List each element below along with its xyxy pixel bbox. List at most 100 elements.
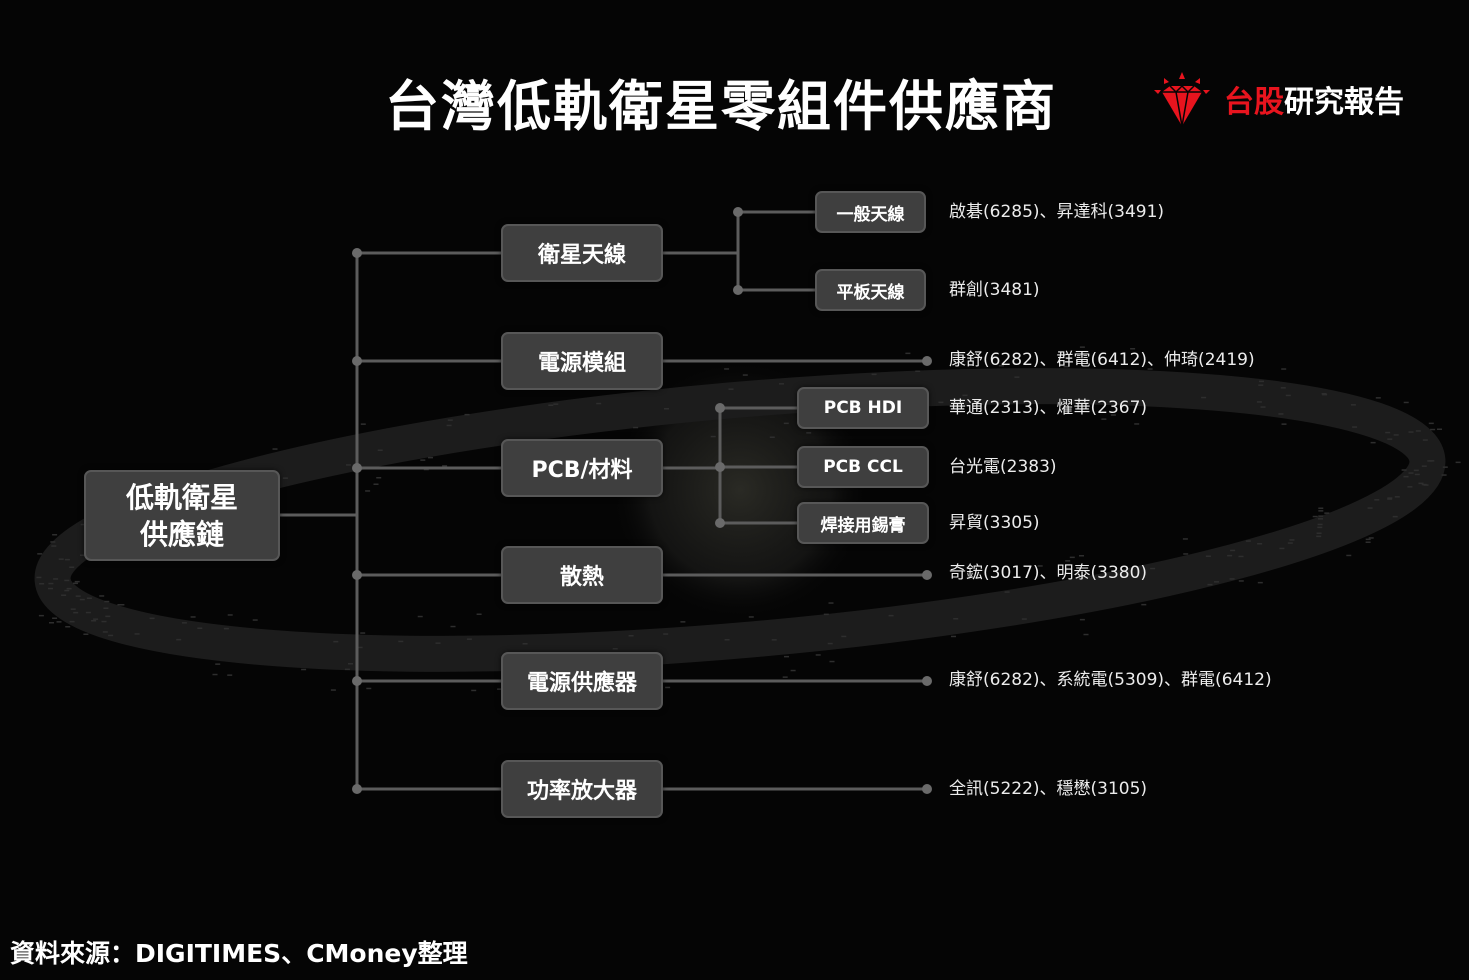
- satellite-dot: [373, 483, 379, 485]
- satellite-dot: [86, 597, 92, 599]
- satellite-dot: [782, 676, 788, 678]
- satellite-dot: [828, 602, 834, 604]
- satellite-dot: [212, 673, 218, 676]
- satellite-dot: [664, 408, 669, 410]
- satellite-dot: [1352, 426, 1358, 428]
- supplier-list-general-antenna: 啟碁(6285)、昇達科(3491): [949, 202, 1165, 222]
- satellite-dot: [190, 616, 196, 618]
- satellite-dot: [37, 553, 43, 555]
- satellite-dot: [1421, 465, 1427, 467]
- brand-name-red: 台股: [1224, 85, 1284, 120]
- satellite-dot: [464, 413, 470, 416]
- satellite-dot: [1004, 591, 1010, 593]
- satellite-dot: [1312, 515, 1318, 518]
- satellite-dot: [435, 642, 441, 644]
- satellite-dot: [1287, 542, 1293, 544]
- satellite-dot: [1280, 387, 1286, 389]
- satellite-dot: [1014, 376, 1020, 378]
- satellite-dot: [1385, 431, 1391, 434]
- satellite-dot: [1421, 483, 1427, 486]
- satellite-dot: [1437, 428, 1442, 430]
- satellite-dot: [1407, 486, 1413, 488]
- satellite-dot: [53, 578, 59, 580]
- diamond-icon: [1154, 72, 1210, 127]
- satellite-dot: [360, 423, 366, 425]
- subcategory-pcb-ccl: PCB CCL: [797, 446, 929, 488]
- satellite-dot: [39, 583, 45, 585]
- satellite-dot: [1414, 473, 1420, 476]
- satellite-dot: [346, 464, 351, 466]
- satellite-dot: [52, 534, 58, 536]
- satellite-dot: [748, 616, 754, 618]
- satellite-dot: [784, 655, 789, 658]
- satellite-dot: [1387, 498, 1393, 500]
- satellite-dot: [1455, 461, 1461, 464]
- satellite-dot: [724, 368, 730, 370]
- satellite-dot: [905, 352, 911, 355]
- satellite-dot: [1227, 554, 1233, 557]
- satellite-dot: [1415, 430, 1421, 432]
- satellite-dot: [1064, 412, 1070, 414]
- satellite-dot: [1387, 438, 1393, 440]
- satellite-dot: [344, 668, 350, 671]
- supplier-list-power-amplifier: 全訊(5222)、穩懋(3105): [949, 779, 1148, 799]
- satellite-dot: [710, 435, 716, 438]
- satellite-dot: [83, 633, 89, 635]
- satellite-dot: [953, 618, 959, 620]
- satellite-dot: [282, 477, 288, 479]
- satellite-dot: [93, 618, 99, 620]
- satellite-dot: [227, 674, 233, 676]
- satellite-dot: [48, 582, 54, 585]
- brand-name-white: 研究報告: [1284, 85, 1404, 120]
- satellite-dot: [108, 634, 114, 637]
- satellite-dot: [65, 626, 71, 628]
- satellite-dot: [1418, 482, 1424, 485]
- satellite-dot: [99, 595, 105, 597]
- satellite-dot: [1316, 532, 1322, 534]
- satellite-dot: [841, 635, 847, 638]
- satellite-dot: [1238, 580, 1244, 582]
- satellite-dot: [1441, 474, 1447, 476]
- satellite-dot: [815, 654, 821, 656]
- satellite-dot: [66, 587, 72, 590]
- satellite-dot: [612, 648, 618, 650]
- satellite-dot: [1230, 549, 1236, 552]
- satellite-dot: [417, 615, 423, 618]
- satellite-dot: [1190, 354, 1196, 357]
- satellite-dot: [1393, 434, 1399, 436]
- satellite-dot: [806, 432, 812, 434]
- satellite-dot: [56, 621, 62, 623]
- root-label-line2: 供應鏈: [139, 517, 224, 551]
- satellite-dot: [50, 541, 56, 543]
- category-pcb-material: PCB/材料: [501, 439, 663, 497]
- satellite-dot: [1257, 581, 1263, 584]
- satellite-dot: [633, 426, 639, 429]
- satellite-dot: [1259, 380, 1264, 383]
- satellite-dot: [149, 617, 155, 620]
- supplier-list-power-supply: 康舒(6282)、系統電(5309)、群電(6412): [949, 670, 1272, 690]
- supplier-list-pcb-ccl: 台光電(2383): [949, 457, 1057, 477]
- satellite-dot: [181, 622, 187, 624]
- satellite-dot: [663, 633, 669, 635]
- satellite-dot: [1430, 428, 1436, 431]
- supplier-list-pcb-hdi: 華通(2313)、燿華(2367): [949, 398, 1148, 418]
- satellite-dot: [1350, 404, 1356, 406]
- satellite-dot: [1183, 553, 1189, 555]
- satellite-dot: [1150, 567, 1156, 570]
- category-power-supply: 電源供應器: [501, 652, 663, 710]
- satellite-dot: [1079, 618, 1085, 621]
- satellite-dot: [769, 436, 775, 438]
- satellite-dot: [1394, 496, 1400, 498]
- satellite-dot: [197, 627, 203, 629]
- satellite-dot: [176, 638, 182, 641]
- category-power-amplifier: 功率放大器: [501, 760, 663, 818]
- satellite-dot: [1427, 460, 1433, 462]
- root-label-line1: 低軌衛星: [125, 480, 238, 514]
- satellite-dot: [680, 621, 686, 623]
- satellite-dot: [742, 374, 748, 376]
- satellite-dot: [1205, 555, 1211, 557]
- satellite-dot: [446, 424, 452, 427]
- satellite-dot: [61, 594, 67, 596]
- category-power-module: 電源模組: [501, 332, 663, 390]
- satellite-dot: [497, 688, 503, 690]
